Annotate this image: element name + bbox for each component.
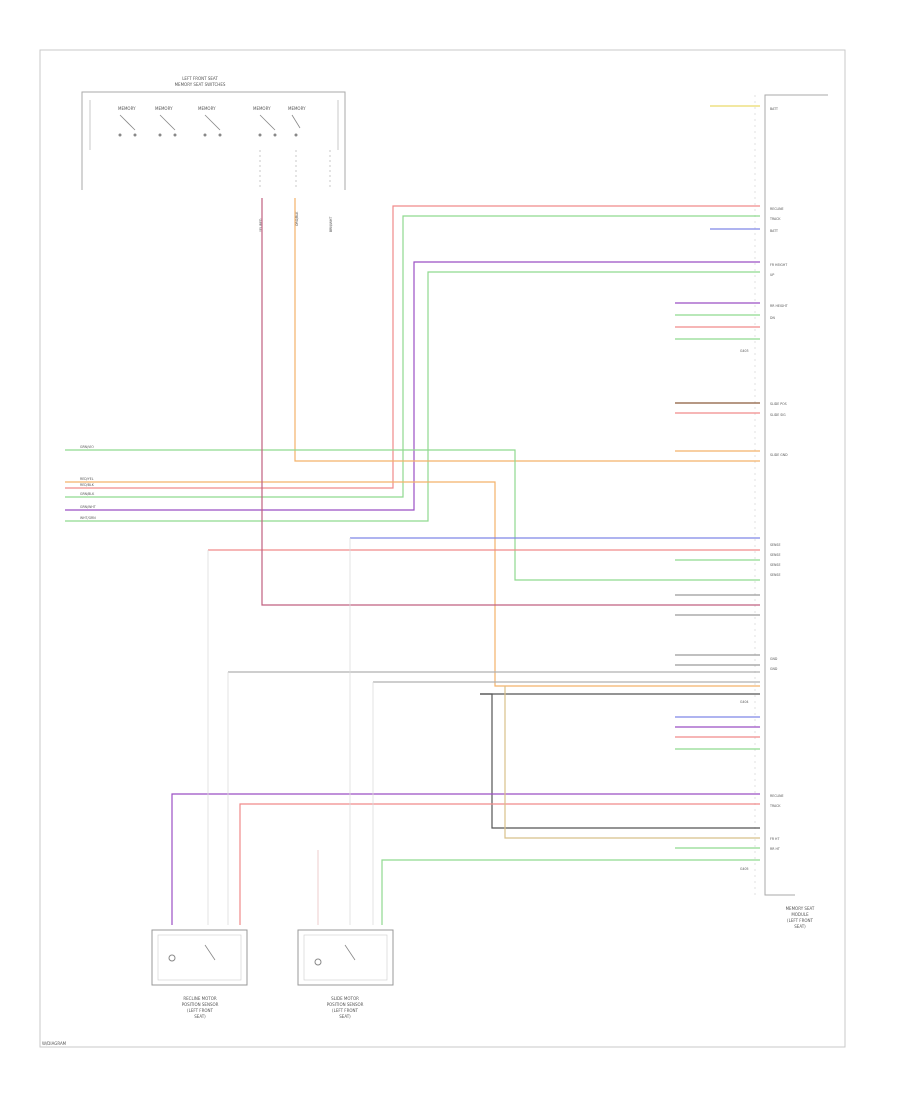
module-pin-label: RECLINE bbox=[770, 794, 784, 798]
recline-motor-sensor: RECLINE MOTOR POSITION SENSOR (LEFT FRON… bbox=[151, 929, 248, 1019]
left-wire-3: RED/BLK bbox=[80, 483, 95, 487]
switch-wire-label-3: BRN/WHT bbox=[329, 217, 333, 232]
module-pin-label: SLIDE GND bbox=[770, 453, 788, 457]
motor-2-line3: (LEFT FRONT bbox=[332, 1008, 358, 1013]
module-pin-label: SENSE bbox=[770, 573, 780, 577]
switch-wire-label-2: ORG/BLK bbox=[295, 211, 299, 226]
module-name-1: MEMORY SEAT bbox=[786, 906, 815, 911]
module-pin-label: UP bbox=[770, 273, 774, 277]
module-pin-label: DN bbox=[770, 316, 775, 320]
motor-1-line4: SEAT) bbox=[194, 1014, 206, 1019]
wire-green-1 bbox=[65, 215, 760, 498]
motor-1-line2: POSITION SENSOR bbox=[182, 1002, 219, 1007]
module-pin-label: SLIDE SIG bbox=[770, 413, 786, 417]
switch-label-4: MEMORY bbox=[253, 106, 271, 111]
module-pin-label: GND bbox=[770, 657, 778, 661]
motor-1-line3: (LEFT FRONT bbox=[187, 1008, 213, 1013]
switch-label-2: MEMORY bbox=[155, 106, 173, 111]
switch-label-3: MEMORY bbox=[198, 106, 216, 111]
note-g405: G405 bbox=[740, 867, 749, 871]
module-pin-label: FR HT bbox=[770, 837, 779, 841]
left-wire-1: GRN/VIO bbox=[80, 445, 94, 449]
module-pin-label: SENSE bbox=[770, 553, 780, 557]
note-g404: G404 bbox=[740, 700, 749, 704]
module-pin-label: SLIDE POS bbox=[770, 402, 787, 406]
motor-2-line4: SEAT) bbox=[339, 1014, 351, 1019]
module-pin-label: TRACK bbox=[769, 804, 781, 808]
wire-red-vertical bbox=[261, 198, 760, 606]
module-name-4: SEAT) bbox=[794, 924, 806, 929]
slide-motor-sensor: SLIDE MOTOR POSITION SENSOR (LEFT FRONT … bbox=[297, 929, 394, 1019]
wire-green-2 bbox=[65, 271, 760, 522]
module-pin-label: BATT bbox=[770, 229, 778, 233]
wire-green-4 bbox=[381, 859, 760, 925]
module-pin-label: RECLINE bbox=[770, 207, 784, 211]
wire-red-2 bbox=[65, 481, 760, 687]
switch-label-5: MEMORY bbox=[288, 106, 306, 111]
switch-wire-label-1: YEL/RED bbox=[259, 218, 263, 232]
left-wire-6: WHT/GRN bbox=[80, 516, 96, 520]
motor-2-line1: SLIDE MOTOR bbox=[331, 996, 359, 1001]
wire-tan-1 bbox=[504, 686, 760, 839]
module-pin-label: RR HEIGHT bbox=[770, 304, 788, 308]
wire-purple-2 bbox=[171, 793, 760, 925]
wire-harness bbox=[65, 105, 760, 925]
diagram-frame bbox=[39, 49, 846, 1048]
seat-switch-block: LEFT FRONT SEAT MEMORY SEAT SWITCHES MEM… bbox=[81, 76, 346, 232]
motor-1-line1: RECLINE MOTOR bbox=[183, 996, 216, 1001]
module-pin-label: SENSE bbox=[770, 563, 780, 567]
wire-purple-1 bbox=[65, 261, 760, 511]
module-pin-label: SENSE bbox=[770, 543, 780, 547]
module-pin-label: TRACK bbox=[769, 217, 781, 221]
switch-block-subtitle: MEMORY SEAT SWITCHES bbox=[175, 82, 226, 87]
memory-seat-module: BATT RECLINE TRACK BATT FR HEIGHT UP RR HEIGHT… bbox=[754, 94, 828, 929]
motor-2-line2: POSITION SENSOR bbox=[327, 1002, 364, 1007]
left-wire-4: GRN/BLK bbox=[80, 492, 95, 496]
wire-red-1 bbox=[65, 205, 760, 489]
module-pin-label: FR HEIGHT bbox=[770, 263, 787, 267]
module-name-3: (LEFT FRONT bbox=[787, 918, 813, 923]
wire-orange-1 bbox=[294, 198, 760, 462]
wire-red-4 bbox=[239, 803, 760, 925]
module-pin-label: GND bbox=[770, 667, 778, 671]
left-wire-5: GRN/WHT bbox=[80, 505, 96, 509]
wire-dark-2 bbox=[480, 693, 760, 829]
module-pin-labels: BATT RECLINE TRACK BATT FR HEIGHT UP RR HEIGHT… bbox=[769, 107, 788, 851]
module-name-2: MODULE bbox=[791, 912, 809, 917]
left-wire-2: RED/YEL bbox=[80, 477, 94, 481]
left-connector: GRN/VIO RED/YEL RED/BLK GRN/BLK GRN/WHT … bbox=[80, 445, 96, 520]
footer-label: W/DIAGRAM bbox=[42, 1041, 67, 1046]
module-pin-label: RR HT bbox=[770, 847, 780, 851]
switch-label-1: MEMORY bbox=[118, 106, 136, 111]
switch-block-title: LEFT FRONT SEAT bbox=[182, 76, 218, 81]
wire-green-3 bbox=[65, 449, 760, 581]
module-pin-label: BATT bbox=[770, 107, 778, 111]
note-g403: G403 bbox=[740, 349, 749, 353]
